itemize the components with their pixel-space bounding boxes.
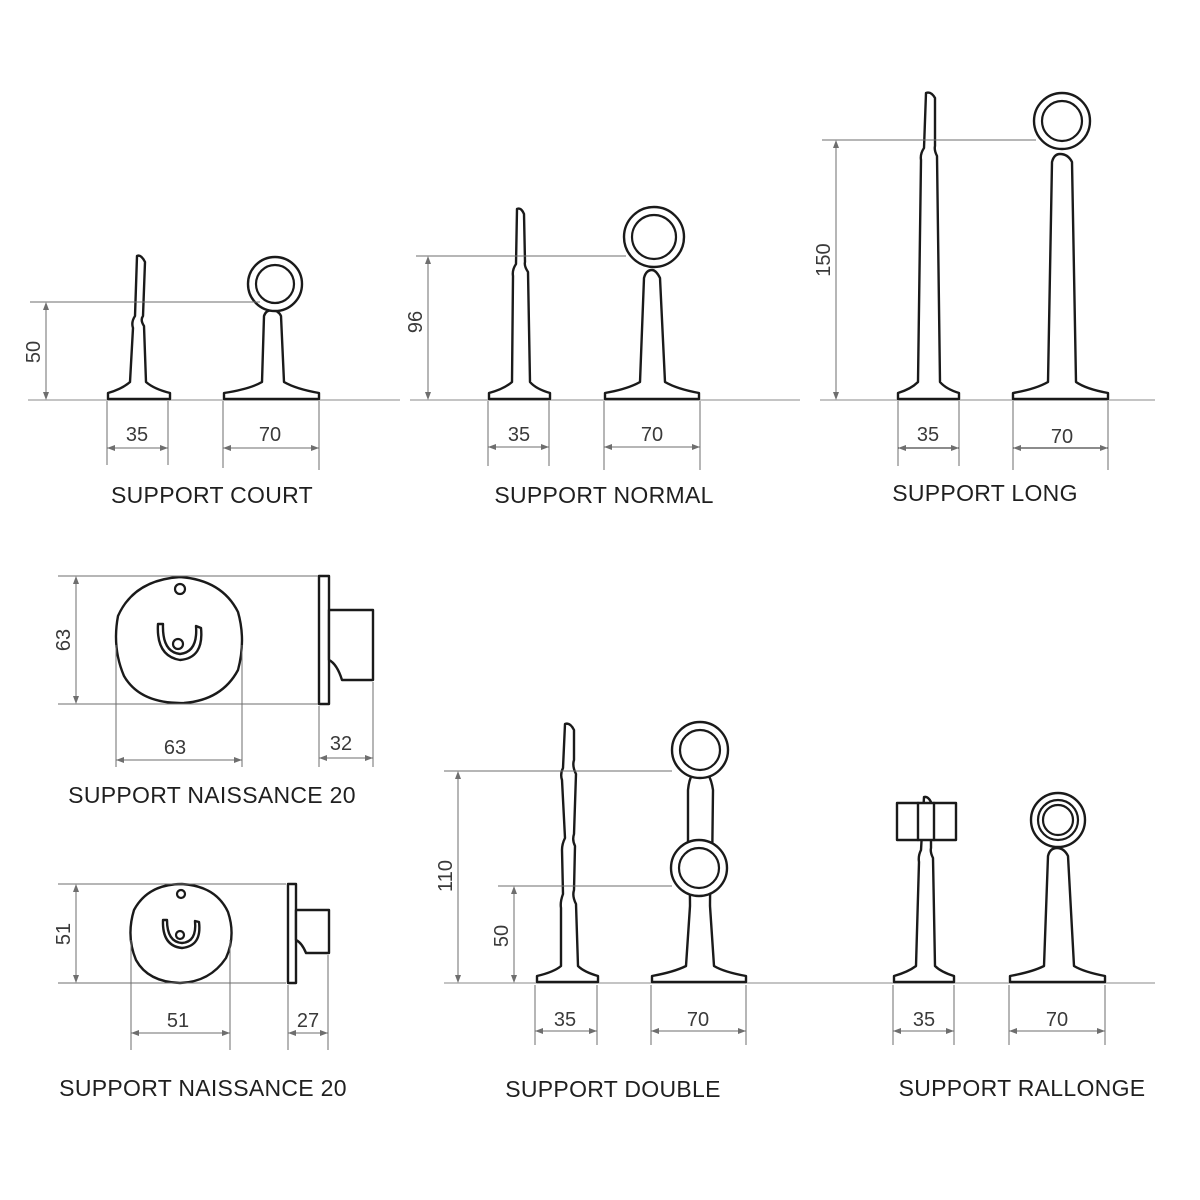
naissance-b-height-label: 51 [53, 923, 75, 945]
rallonge-front-view [1008, 791, 1107, 984]
double-front-view [650, 720, 748, 984]
rallonge-narrow-label: 35 [913, 1009, 935, 1031]
court-height-label: 50 [23, 341, 45, 363]
double-title: SUPPORT DOUBLE [505, 1076, 721, 1102]
double-height-top-label: 110 [435, 860, 457, 892]
rallonge-title: SUPPORT RALLONGE [899, 1075, 1146, 1101]
normal-title: SUPPORT NORMAL [494, 482, 713, 508]
court-narrow-label: 35 [126, 424, 148, 446]
normal-wide-label: 70 [641, 424, 663, 446]
naissance-a-side-view [317, 574, 375, 706]
normal-height-label: 96 [405, 311, 427, 333]
long-narrow-label: 35 [917, 424, 939, 446]
normal-narrow-label: 35 [508, 424, 530, 446]
rallonge-side-view [892, 795, 958, 984]
double-side-view [535, 722, 600, 984]
naissance-b-side-view [286, 882, 331, 985]
support-court: 50 35 70 SUPPORT COURT [23, 254, 400, 508]
court-side-view [106, 254, 172, 401]
long-side-view [896, 91, 961, 401]
support-normal: 96 35 70 SUPPORT NORMAL [405, 205, 800, 508]
support-long: 150 35 70 SUPPORT LONG [813, 91, 1155, 506]
rallonge-wide-label: 70 [1046, 1009, 1068, 1031]
naissance-b-face-view [129, 882, 233, 985]
long-height-label: 150 [813, 243, 835, 276]
naissance-b-title: SUPPORT NAISSANCE 20 [59, 1075, 347, 1101]
long-wide-label: 70 [1051, 426, 1073, 448]
naissance-b-depth-label: 27 [297, 1010, 319, 1032]
naissance-b-width-label: 51 [167, 1010, 189, 1032]
support-double: 110 50 35 70 SUPPORT DOUBLE [435, 720, 1155, 1102]
naissance-a-face-view [114, 575, 244, 705]
court-title: SUPPORT COURT [111, 482, 313, 508]
long-front-view [1011, 91, 1110, 401]
double-narrow-label: 35 [554, 1009, 576, 1031]
naissance-a-width-label: 63 [164, 737, 186, 759]
support-naissance-b: 51 51 27 SUPPORT NAISSANCE 20 [53, 882, 347, 1101]
double-height-low-label: 50 [491, 925, 513, 947]
naissance-a-title: SUPPORT NAISSANCE 20 [68, 782, 356, 808]
naissance-a-depth-label: 32 [330, 733, 352, 755]
normal-side-view [487, 207, 552, 401]
support-rallonge: 35 70 SUPPORT RALLONGE [892, 791, 1146, 1101]
double-wide-label: 70 [687, 1009, 709, 1031]
naissance-a-height-label: 63 [53, 629, 75, 651]
support-naissance-a: 63 63 32 SUPPORT NAISSANCE 20 [53, 574, 375, 808]
long-title: SUPPORT LONG [892, 480, 1078, 506]
normal-front-view [603, 205, 701, 401]
court-front-view [222, 255, 321, 401]
court-wide-label: 70 [259, 424, 281, 446]
